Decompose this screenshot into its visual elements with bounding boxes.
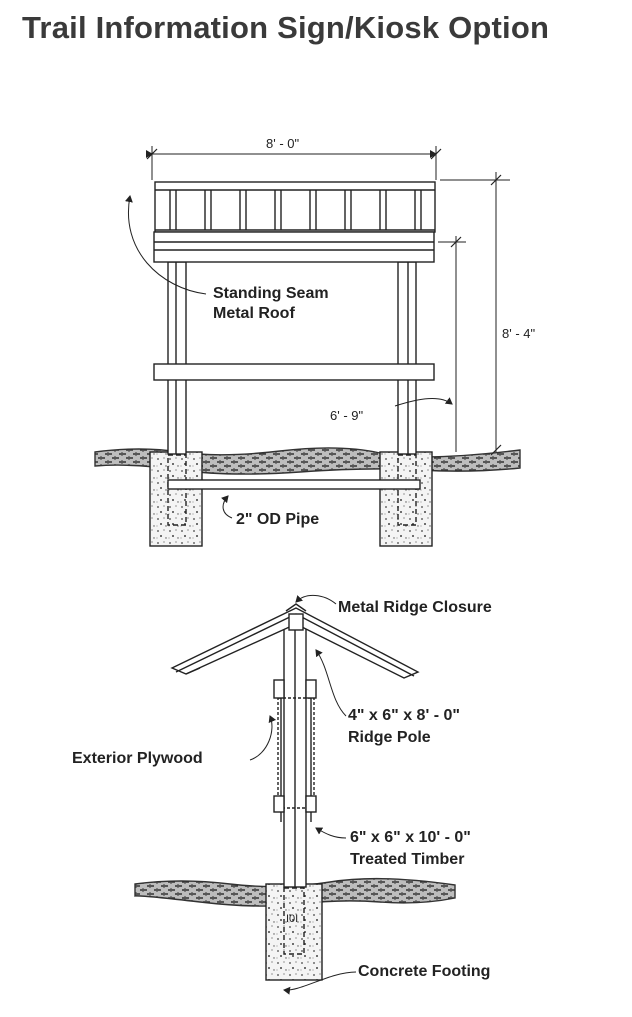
roof-label-line1: Standing Seam [213,285,329,302]
timber-label-line2: Treated Timber [350,851,464,868]
lower-beam [153,363,435,381]
width-dim-label: 8' - 0" [266,136,299,151]
right-post [397,261,417,455]
front-view [94,146,521,547]
left-post [167,261,187,455]
roof-label-line2: Metal Roof [213,305,295,322]
plywood-panel [277,697,315,809]
roof-beam [153,231,435,263]
svg-text:I0I: I0I [286,913,298,925]
ridge-pole-label-line2: Ridge Pole [348,729,431,746]
ridge-pole-label-line1: 4" x 6" x 8' - 0" [348,707,460,724]
footing-label: Concrete Footing [358,963,490,980]
ridge-closure [285,603,307,612]
right-footing [379,451,433,547]
pipe-label: 2" OD Pipe [236,511,319,528]
ridge-closure-label: Metal Ridge Closure [338,599,492,616]
pipe-rail [167,479,421,490]
total-height-dim-label: 8' - 4" [502,326,535,341]
ridge-pole [288,613,304,631]
plywood-label: Exterior Plywood [72,750,203,767]
clear-height-dim-label: 6' - 9" [330,408,363,423]
left-footing [149,451,203,547]
page-title: Trail Information Sign/Kiosk Option [22,10,550,45]
side-footing [265,883,323,981]
timber-label-line1: 6" x 6" x 10' - 0" [350,829,471,846]
roof-seams [169,190,422,230]
side-view: I0I [134,594,456,995]
